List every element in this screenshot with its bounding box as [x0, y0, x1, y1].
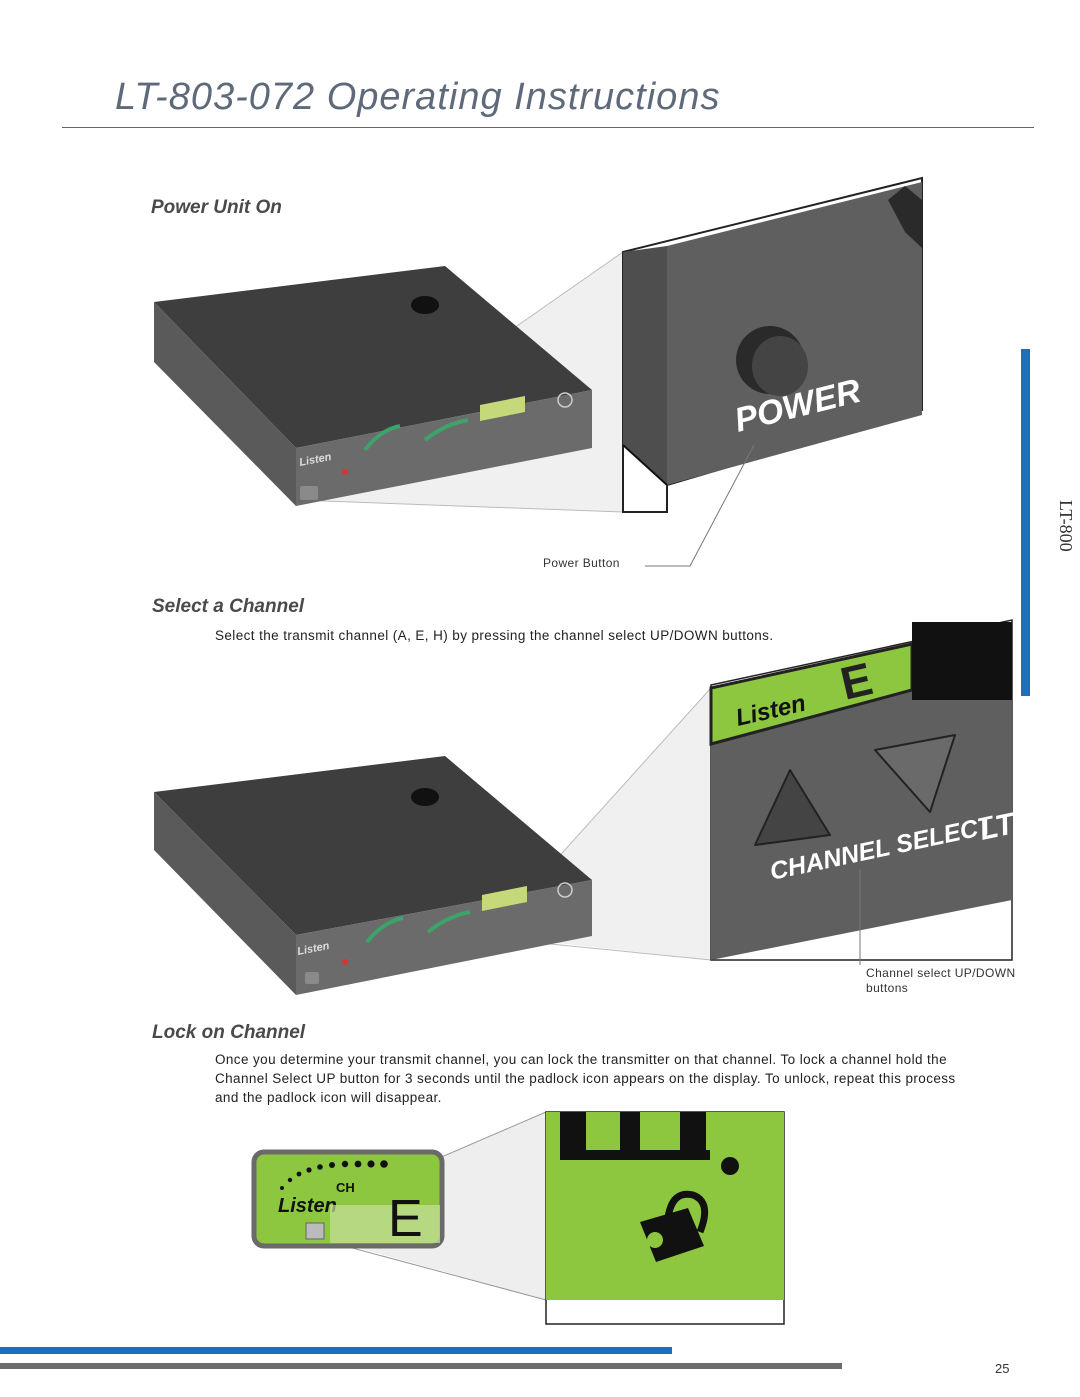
channel-zoom-brand: Listen: [733, 690, 808, 732]
device-level-meter: [363, 424, 401, 452]
lock-zoom-lcd: [546, 1112, 784, 1300]
channel-zoom-panel: [711, 622, 1012, 960]
channel-down-button: [754, 769, 831, 846]
device-mix-meter: [423, 418, 469, 442]
lock-section-body: Once you determine your transmit channel…: [215, 1052, 956, 1105]
channel-zoom-frame: [710, 619, 1013, 961]
device-brand: Listen: [298, 451, 332, 469]
channel-zoom-projection: [488, 688, 711, 960]
power-zoom-label: POWER: [731, 372, 865, 440]
footer-accent-blue: [0, 1347, 672, 1354]
lock-zoom-frame: [545, 1111, 785, 1325]
page-title: LT-803-072 Operating Instructions: [115, 76, 721, 118]
device2-power-button: [305, 972, 319, 984]
device-top: [154, 266, 592, 448]
side-accent-bar: [1021, 349, 1030, 696]
device2-side: [154, 792, 296, 995]
device2-lcd: [482, 886, 527, 911]
power-knob: [736, 326, 804, 394]
lock-lcd-ch: CH: [336, 1180, 355, 1195]
device-lcd: [480, 396, 525, 421]
device2-knob-hole: [411, 788, 439, 806]
channel-section-body: Select the transmit channel (A, E, H) by…: [215, 628, 774, 643]
lock-lcd-brand: Listen: [278, 1195, 337, 1217]
power-section-heading: Power Unit On: [151, 197, 282, 218]
channel-zoom-model: LT: [977, 807, 1020, 847]
device-knob-hole: [411, 296, 439, 314]
device-power-button: [300, 486, 318, 500]
page-number: 25: [995, 1361, 1010, 1376]
device2-brand: Listen: [296, 940, 330, 958]
padlock-icon: [640, 1190, 709, 1262]
channel-zoom-display: E: [836, 652, 878, 710]
device-headphone-jack: [557, 392, 573, 408]
power-zoom-side: [623, 246, 667, 485]
power-zoom-frame: [622, 176, 923, 513]
device-test-led: [342, 469, 348, 475]
lock-lcd-char: E: [388, 1190, 423, 1248]
device2-front-panel: [296, 880, 592, 995]
power-caption-leader: [645, 444, 755, 567]
lock-lcd-signal-dots: [280, 1160, 388, 1190]
channel-buttons-caption: Channel select UP/DOWN buttons: [866, 966, 1016, 995]
footer-accent-gray: [0, 1363, 842, 1369]
device-front-panel: [296, 390, 592, 506]
device-side: [154, 302, 296, 506]
power-zoom-projection: [296, 252, 623, 512]
lock-lcd-display: [251, 1149, 445, 1249]
lock-zoom-projection: [330, 1112, 546, 1300]
lock-section-heading: Lock on Channel: [152, 1022, 306, 1043]
channel-zoom-lcd: [709, 642, 914, 746]
device2-top: [154, 756, 592, 935]
title-divider: [62, 127, 1034, 128]
channel-zoom-label: CHANNEL SELECT: [767, 811, 998, 886]
lock-lcd-padlock-spot: [305, 1222, 325, 1240]
power-zoom-corner: [888, 186, 922, 248]
power-zoom-panel: [667, 182, 922, 485]
side-model-label: LT-800: [1056, 500, 1076, 552]
power-button-caption: Power Button: [543, 556, 620, 570]
channel-section-heading: Select a Channel: [152, 596, 305, 617]
channel-up-button: [874, 734, 956, 813]
